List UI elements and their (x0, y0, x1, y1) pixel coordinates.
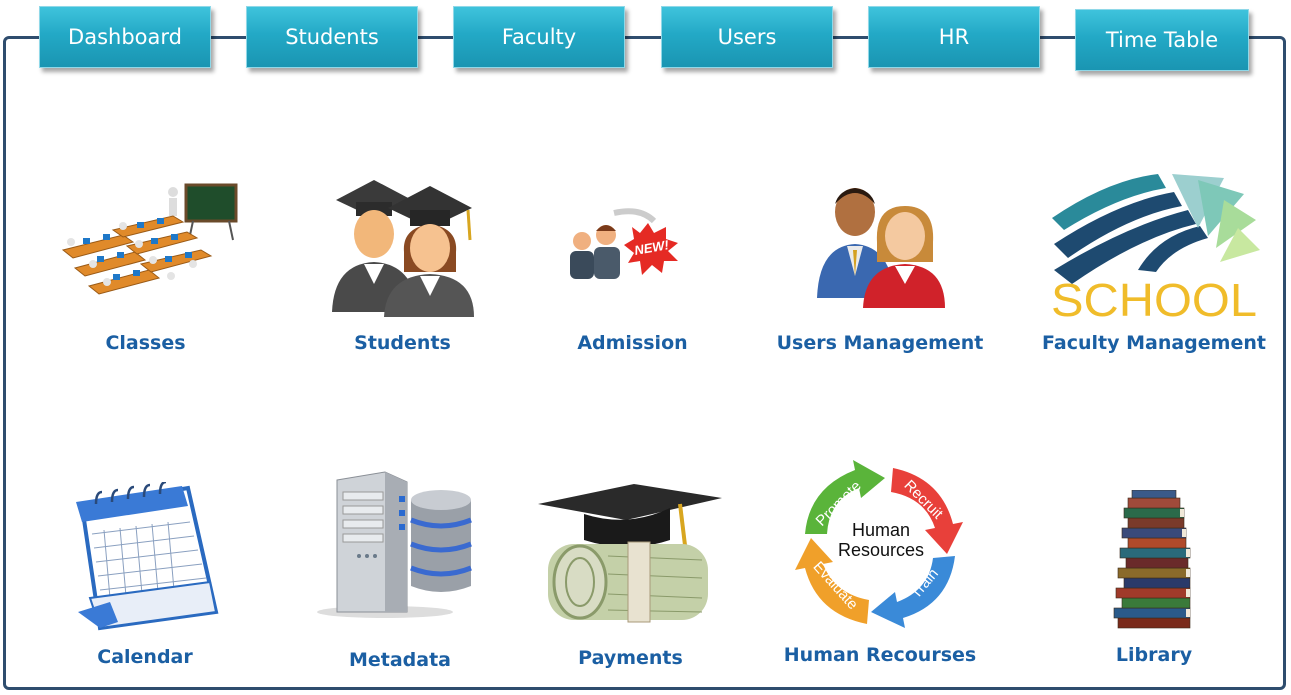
tab-time-table[interactable]: Time Table (1075, 9, 1249, 71)
users-icon (815, 180, 945, 310)
database-server-icon (315, 470, 485, 620)
module-human-resources[interactable]: Promote Recruit Train Evaluate Human Res… (784, 458, 976, 668)
cycle-title-line: Human (852, 520, 910, 540)
school-logo-text: SCHOOL (1051, 274, 1257, 325)
school-logo-icon: SCHOOL (1048, 170, 1260, 325)
tab-faculty[interactable]: Faculty (453, 6, 625, 68)
calendar-icon (70, 482, 220, 632)
classroom-icon (53, 180, 238, 315)
module-faculty-management[interactable]: SCHOOL Faculty Management (1042, 170, 1266, 365)
module-label: Students (354, 332, 451, 354)
tab-label: Faculty (501, 25, 577, 49)
module-label: Faculty Management (1042, 332, 1266, 354)
module-users-management[interactable]: Users Management (777, 180, 983, 365)
hr-cycle-icon: Promote Recruit Train Evaluate Human Res… (795, 458, 965, 633)
module-label: Users Management (776, 332, 984, 354)
new-badge-text: NEW! (633, 237, 670, 258)
new-admission-icon: NEW! (570, 205, 695, 285)
module-label: Human Recourses (783, 644, 977, 666)
tab-dashboard[interactable]: Dashboard (39, 6, 211, 68)
module-label: Classes (105, 332, 186, 354)
tab-label: Users (717, 25, 777, 49)
module-admission[interactable]: NEW! Admission (570, 205, 695, 365)
module-label: Payments (578, 647, 683, 669)
module-classes[interactable]: Classes (53, 180, 238, 365)
graduates-icon (330, 172, 475, 317)
tab-users[interactable]: Users (661, 6, 833, 68)
tab-label: Students (285, 25, 379, 49)
module-label: Metadata (348, 649, 452, 671)
module-label: Admission (577, 332, 688, 354)
tab-label: HR (938, 25, 970, 49)
tab-label: Dashboard (68, 25, 182, 49)
module-label: Calendar (97, 646, 193, 668)
tab-hr[interactable]: HR (868, 6, 1040, 68)
module-library[interactable]: Library (1108, 490, 1200, 670)
module-label: Library (1115, 644, 1193, 666)
module-calendar[interactable]: Calendar (70, 482, 220, 672)
module-metadata[interactable]: Metadata (315, 470, 485, 675)
payments-icon (538, 484, 723, 624)
tab-label: Time Table (1105, 28, 1219, 52)
books-icon (1108, 490, 1200, 630)
module-payments[interactable]: Payments (538, 484, 723, 674)
module-students[interactable]: Students (330, 172, 475, 365)
cycle-title-line: Resources (838, 540, 924, 560)
tab-students[interactable]: Students (246, 6, 418, 68)
